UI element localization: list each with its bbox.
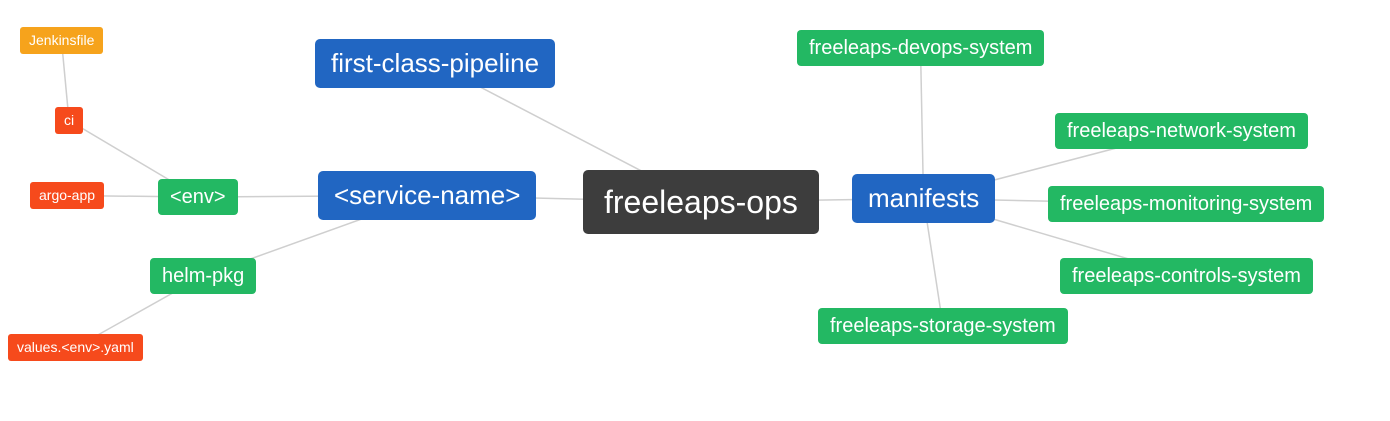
node-monitoring-system[interactable]: freeleaps-monitoring-system xyxy=(1048,186,1325,222)
node-env[interactable]: <env> xyxy=(158,179,238,215)
edge-devops-system-to-manifests xyxy=(919,47,925,199)
node-controls-system[interactable]: freeleaps-controls-system xyxy=(1060,258,1313,294)
node-values-env-yaml[interactable]: values.<env>.yaml xyxy=(8,334,143,361)
node-storage-system[interactable]: freeleaps-storage-system xyxy=(818,308,1068,344)
node-ci[interactable]: ci xyxy=(55,107,84,134)
node-service-name[interactable]: <service-name> xyxy=(318,171,537,221)
node-manifests[interactable]: manifests xyxy=(852,174,996,224)
node-freeleaps-ops[interactable]: freeleaps-ops xyxy=(583,170,819,235)
node-devops-system[interactable]: freeleaps-devops-system xyxy=(797,30,1045,66)
node-network-system[interactable]: freeleaps-network-system xyxy=(1055,113,1308,149)
node-jenkinsfile[interactable]: Jenkinsfile xyxy=(20,27,104,54)
node-helm-pkg[interactable]: helm-pkg xyxy=(150,258,257,294)
node-argo-app[interactable]: argo-app xyxy=(30,182,105,209)
node-first-class-pipeline[interactable]: first-class-pipeline xyxy=(315,39,556,89)
